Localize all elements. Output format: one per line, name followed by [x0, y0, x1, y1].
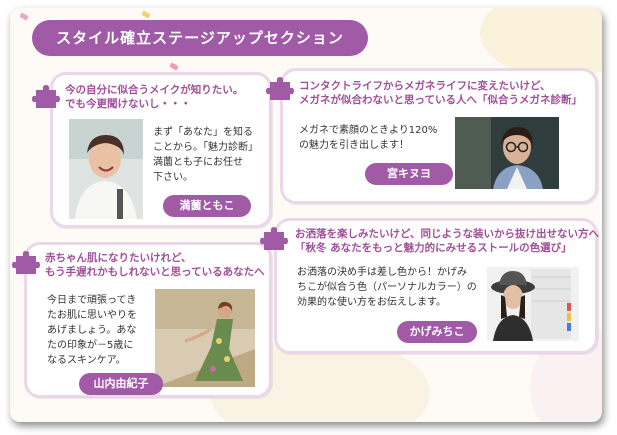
- confetti-decoration: [141, 10, 151, 19]
- woman-with-glasses-photo: [455, 117, 559, 189]
- woman-in-hat-photo: [487, 267, 579, 341]
- woman-in-dress-photo: [155, 289, 255, 387]
- puzzle-piece-icon: [12, 251, 40, 274]
- card-body-line2: ちこが似合う色（パーソナルカラー）の: [297, 282, 477, 293]
- confetti-decoration: [19, 12, 29, 21]
- card-heading-line1: コンタクトライフからメガネライフに変えたいけど、: [299, 80, 551, 92]
- profile-card-makeup: 今の自分に似合うメイクが知りたい。 でも今更聞けないし・・・ まず「あなた」を知…: [50, 72, 272, 228]
- card-heading-line2: でも今更聞けないし・・・: [65, 98, 191, 110]
- card-body-line2: の魅力を引き出します！: [299, 140, 409, 151]
- profile-card-glasses: コンタクトライフからメガネライフに変えたいけど、 メガネが似合わないと思っている…: [280, 68, 598, 204]
- card-heading-line1: お洒落を楽しみたいけど、同じような装いから抜け出せない方へ: [295, 228, 599, 240]
- card-heading-line1: 赤ちゃん肌になりたいけれど、: [45, 252, 192, 264]
- puzzle-piece-icon: [260, 227, 288, 250]
- profile-card-skincare: 赤ちゃん肌になりたいけれど、 もう手遅れかもしれないと思っているあなたへ 今日ま…: [24, 242, 272, 398]
- card-heading-line1: 今の自分に似合うメイクが知りたい。: [65, 84, 244, 96]
- confetti-decoration: [169, 62, 179, 71]
- card-body-line3: 満薗とも子にお任せ: [153, 157, 243, 168]
- card-body-line2: ことから。「魅力診断」: [153, 142, 258, 153]
- instructor-name-badge: 満薗ともこ: [163, 195, 251, 217]
- card-heading-line2: もう手遅れかもしれないと思っているあなたへ: [45, 266, 265, 278]
- instructor-name-badge: かげみちこ: [397, 321, 477, 343]
- card-body-line1: お洒落の決め手は差し色から！かげみ: [297, 267, 467, 278]
- puzzle-piece-icon: [266, 77, 294, 100]
- card-heading-line2: 「秋冬 あなたをもっと魅力的にみせるストールの色選び」: [295, 242, 572, 254]
- card-body-line3: あげましょう。あな: [47, 325, 137, 336]
- profile-card-stole-color: お洒落を楽しみたいけど、同じような装いから抜け出せない方へ 「秋冬 あなたをもっ…: [274, 218, 599, 354]
- card-heading-line2: メガネが似合わないと思っている人へ「似合うメガネ診断」: [299, 94, 582, 106]
- smiling-woman-photo: [69, 119, 143, 219]
- section-title-banner: スタイル確立ステージアップセクション: [32, 20, 368, 56]
- flyer-sheet: スタイル確立ステージアップセクション 今の自分に似合うメイクが知りたい。 でも今…: [10, 8, 602, 422]
- instructor-name-badge: 山内由紀子: [79, 373, 163, 395]
- card-body-line4: 下さい。: [153, 172, 193, 183]
- card-body-line4: たの印象が－5歳に: [47, 340, 134, 351]
- card-body-line2: たお肌に思いやりを: [47, 310, 137, 321]
- card-body-line1: メガネで素顔のときより120%: [299, 125, 438, 136]
- card-body-line1: 今日まで頑張ってき: [47, 295, 137, 306]
- card-body-line1: まず「あなた」を知る: [153, 127, 253, 138]
- instructor-name-badge: 宮キヌヨ: [365, 163, 453, 185]
- card-body-line3: 効果的な使い方をお伝えします。: [297, 297, 446, 308]
- puzzle-piece-icon: [32, 85, 60, 108]
- card-body-line5: なるスキンケア。: [47, 355, 126, 366]
